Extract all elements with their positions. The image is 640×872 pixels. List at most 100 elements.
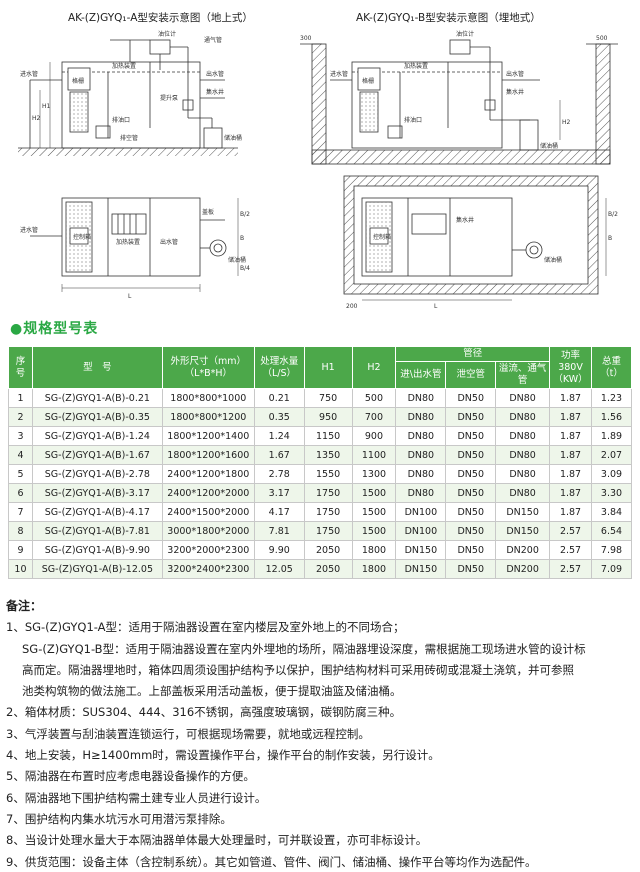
label-a-oil-out: 排油口	[112, 116, 130, 124]
table-cell: 1.56	[591, 407, 632, 427]
table-cell: 1800	[351, 559, 397, 579]
note-item: 7、围护结构内集水坑污水可用潜污泵排除。	[6, 811, 232, 826]
table-cell: 1.87	[549, 502, 593, 522]
table-cell: DN50	[445, 426, 497, 446]
table-cell: 7.98	[591, 540, 632, 560]
label-a-dim-b2: B/2	[240, 211, 250, 218]
table-cell: SG-(Z)GYQ1-A(B)-1.67	[31, 445, 163, 465]
table-cell: 9.90	[253, 540, 305, 560]
table-cell: 1500	[351, 483, 397, 503]
table-cell: 0.21	[253, 388, 305, 408]
table-cell: 2400*1200*1800	[161, 464, 255, 484]
table-cell: DN50	[445, 483, 497, 503]
note-item: 1、SG-(Z)GYQ1-A型：适用于隔油器设置在室内楼层及室外地上的不同场合；	[6, 620, 405, 635]
label-a-lift-pump: 提升泵	[160, 94, 178, 102]
table-cell: 3.17	[253, 483, 305, 503]
note-item: 高而定。隔油器埋地时，箱体四周须设围护结构予以保护，围护结构材料可采用砖砌或混凝…	[22, 662, 574, 677]
table-cell: DN150	[495, 502, 551, 522]
table-cell: 2	[8, 407, 33, 427]
table-cell: 0.35	[253, 407, 305, 427]
table-cell: 3.84	[591, 502, 632, 522]
label-b-oil-level: 油位计	[456, 30, 474, 38]
label-b-heating: 加热装置	[404, 62, 428, 70]
label-b-oil-tank: 储油桶	[540, 142, 558, 150]
label-a-oil-tank: 储油桶	[224, 134, 242, 142]
table-cell: 950	[303, 407, 353, 427]
note-item: 6、隔油器地下围护结构需土建专业人员进行设计。	[6, 790, 267, 805]
table-cell: DN50	[445, 464, 497, 484]
label-b-dim-b2: B/2	[608, 211, 618, 218]
table-cell: SG-(Z)GYQ1-A(B)-4.17	[31, 502, 163, 522]
table-cell: 5	[8, 464, 33, 484]
header-pipe-inout: 进\出水管	[395, 361, 447, 389]
label-a-vent: 通气管	[204, 36, 222, 44]
label-a-dim-l: L	[128, 293, 132, 300]
table-cell: 9	[8, 540, 33, 560]
table-cell: DN200	[495, 540, 551, 560]
label-a-sump: 集水井	[206, 88, 224, 96]
table-cell: SG-(Z)GYQ1-A(B)-0.35	[31, 407, 163, 427]
header-pipe-vent: 溢流、通气管	[495, 361, 551, 389]
table-cell: 1800*1200*1600	[161, 445, 255, 465]
notes-heading: 备注：	[6, 599, 43, 613]
table-cell: 1.87	[549, 407, 593, 427]
label-b-dim-500: 500	[596, 35, 608, 42]
label-a-cover: 盖板	[202, 208, 214, 216]
table-cell: DN80	[395, 483, 447, 503]
note-item: 2、箱体材质：SUS304、444、316不锈钢，高强度玻璃钢，碳钢防腐三种。	[6, 705, 402, 720]
drawing-a-elevation: 格栅	[18, 39, 238, 156]
table-cell: 1.87	[549, 483, 593, 503]
table-cell: DN80	[395, 445, 447, 465]
table-cell: 3.30	[591, 483, 632, 503]
table-cell: DN50	[445, 388, 497, 408]
note-item: 9、供货范围：设备主体（含控制系统）。其它如管道、管件、阀门、储油桶、操作平台等…	[6, 854, 537, 869]
table-cell: 3.09	[591, 464, 632, 484]
table-cell: 1500	[351, 521, 397, 541]
table-cell: 4	[8, 445, 33, 465]
table-cell: DN100	[395, 502, 447, 522]
table-cell: 3	[8, 426, 33, 446]
table-cell: SG-(Z)GYQ1-A(B)-3.17	[31, 483, 163, 503]
table-cell: DN50	[445, 407, 497, 427]
label-b-h2: H2	[562, 119, 571, 126]
label-b-dim-b: B	[608, 235, 612, 242]
label-b-plan-sump: 集水井	[456, 216, 474, 224]
label-a-h2: H2	[32, 115, 41, 122]
table-cell: 6.54	[591, 521, 632, 541]
drawing-title-a: AK-(Z)GYQ₁-A型安装示意图（地上式）	[68, 12, 253, 24]
label-b-dim-300: 300	[300, 35, 312, 42]
table-cell: DN200	[495, 559, 551, 579]
label-a-control-box: 控制箱	[73, 233, 91, 241]
label-b-plan-tank: 储油桶	[544, 256, 562, 264]
notes: 备注： 1、SG-(Z)GYQ1-A型：适用于隔油器设置在室内楼层及室外地上的不…	[6, 596, 636, 872]
table-cell: 1800*800*1200	[161, 407, 255, 427]
table-cell: 1	[8, 388, 33, 408]
table-cell: 7	[8, 502, 33, 522]
table-cell: DN100	[395, 521, 447, 541]
table-cell: 1800	[351, 540, 397, 560]
drawing-a-labels: H1 H2 加热装置 油位计 通气管 排油口 进水管 出水管 集水井 提升泵 储…	[20, 30, 242, 142]
table-cell: DN50	[445, 540, 497, 560]
label-b-dim-l: L	[434, 303, 438, 310]
label-a-h1: H1	[42, 103, 51, 110]
table-cell: 2400*1500*2000	[161, 502, 255, 522]
label-a-dim-b4: B/4	[240, 265, 250, 272]
header-size: 外形尺寸（mm）（L*B*H）	[161, 346, 255, 389]
table-cell: 8	[8, 521, 33, 541]
table-cell: 3000*1800*2000	[161, 521, 255, 541]
table-cell: DN80	[495, 388, 551, 408]
table-cell: 1750	[303, 521, 353, 541]
spec-table: 序号 型 号 外形尺寸（mm）（L*B*H） 处理水量（L/S） H1 H2 管…	[8, 346, 632, 579]
header-h2: H2	[351, 346, 397, 389]
table-cell: 900	[351, 426, 397, 446]
table-cell: 1.67	[253, 445, 305, 465]
label-b-control-box: 控制箱	[373, 233, 391, 241]
table-cell: 1150	[303, 426, 353, 446]
label-a-water-in: 进水管	[20, 70, 38, 78]
table-cell: 1750	[303, 502, 353, 522]
label-a-valve: 排空管	[120, 134, 138, 142]
